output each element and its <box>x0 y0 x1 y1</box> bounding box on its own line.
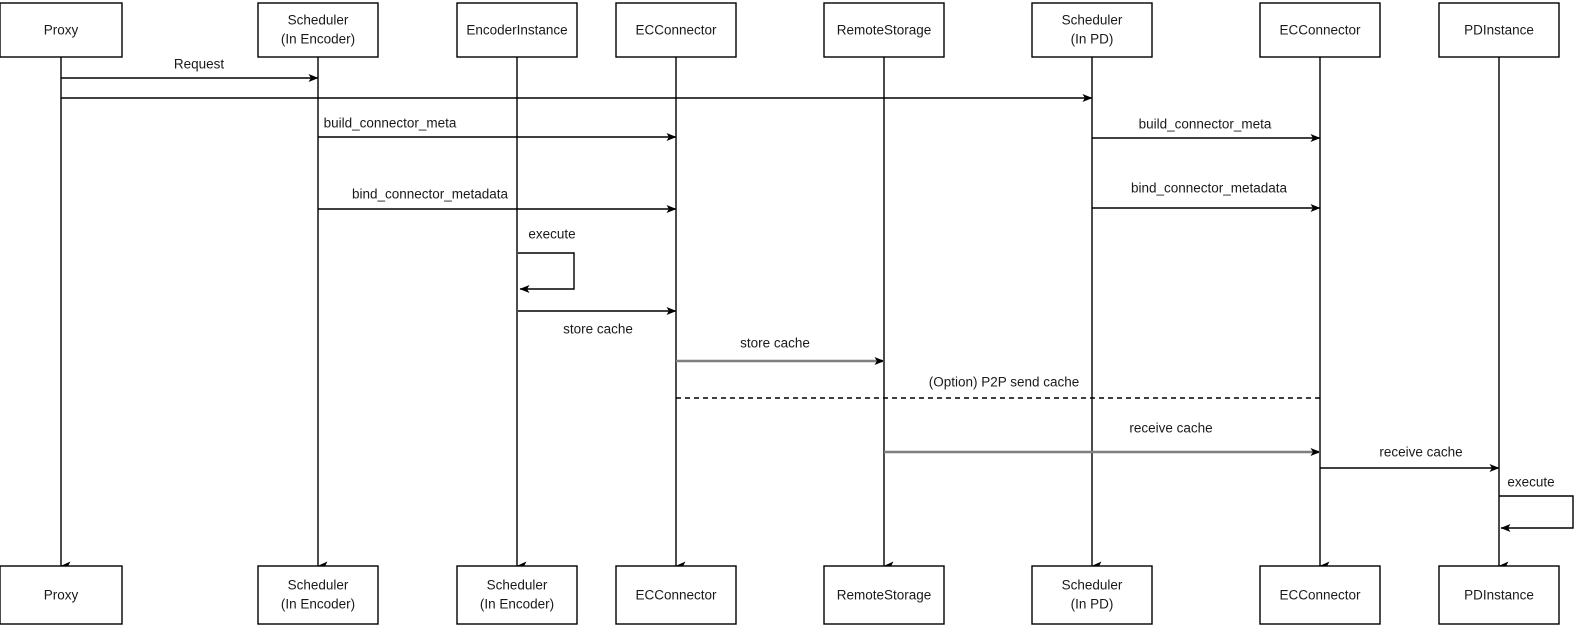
participant-bottom-label-sched-pd-b: Scheduler <box>1062 578 1123 593</box>
participant-bottom-box-sched-enc-b[interactable] <box>257 565 379 625</box>
participant-top-sublabel-sched-enc: (In Encoder) <box>281 32 355 47</box>
participant-top-label-ecconn-enc: ECConnector <box>635 23 717 38</box>
participant-top-label-pdinstance: PDInstance <box>1464 23 1534 38</box>
self-message-loop-s2[interactable] <box>1499 495 1574 532</box>
participant-top-label-encoder-inst: EncoderInstance <box>466 23 567 38</box>
message-label-m1: Request <box>174 57 225 72</box>
message-label-m3: build_connector_meta <box>324 116 457 131</box>
participant-top-box-ecconn-pd[interactable] <box>1259 2 1381 58</box>
participant-top-box-pdinstance[interactable] <box>1438 2 1560 58</box>
participant-bottom-box-sched-pd-b[interactable] <box>1031 565 1153 625</box>
participant-top-label-proxy: Proxy <box>44 23 79 38</box>
message-label-m9: (Option) P2P send cache <box>929 375 1080 390</box>
participant-bottom-sublabel-sched-pd-b: (In PD) <box>1071 597 1114 612</box>
top-participant-boxes: Proxy Scheduler (In Encoder) EncoderInstanc… <box>0 2 1560 58</box>
participant-top-box-ecconn-enc[interactable] <box>615 2 737 58</box>
participant-top-sublabel-sched-pd: (In PD) <box>1071 32 1114 47</box>
participant-bottom-label-sched-enc-b2: Scheduler <box>487 578 548 593</box>
participant-top-label-ecconn-pd: ECConnector <box>1279 23 1361 38</box>
participant-bottom-box-pdinstance-b[interactable] <box>1438 565 1560 625</box>
self-messages-group: execute execute <box>518 227 1574 532</box>
participant-bottom-sublabel-sched-enc-b2: (In Encoder) <box>480 597 554 612</box>
participant-top-label-sched-enc: Scheduler <box>288 13 349 28</box>
message-label-m6: bind_connector_metadata <box>1131 181 1288 196</box>
participant-top-box-encoder-inst[interactable] <box>456 2 578 58</box>
participant-bottom-box-sched-enc-b2[interactable] <box>456 565 578 625</box>
participant-bottom-sublabel-sched-enc-b: (In Encoder) <box>281 597 355 612</box>
participant-bottom-box-proxy-b[interactable] <box>0 565 123 625</box>
message-label-m8: store cache <box>740 336 810 351</box>
message-label-m11: receive cache <box>1379 445 1462 460</box>
participant-top-label-sched-pd: Scheduler <box>1062 13 1123 28</box>
message-label-m10: receive cache <box>1129 421 1212 436</box>
participant-top-label-remotestorage: RemoteStorage <box>837 23 932 38</box>
lifeline-lines-group <box>60 57 1509 571</box>
participant-bottom-box-ecconn-pd-b[interactable] <box>1259 565 1381 625</box>
bottom-participant-boxes: Proxy Scheduler (In Encoder) Scheduler (In E… <box>0 565 1560 625</box>
participant-top-box-remotestorage[interactable] <box>823 2 945 58</box>
participant-bottom-label-sched-enc-b: Scheduler <box>288 578 349 593</box>
participant-top-box-sched-pd[interactable] <box>1031 2 1153 58</box>
message-label-m5: bind_connector_metadata <box>352 187 509 202</box>
participant-bottom-box-remotestorage-b[interactable] <box>823 565 945 625</box>
self-message-label-s2: execute <box>1507 475 1554 490</box>
participant-top-box-sched-enc[interactable] <box>257 2 379 58</box>
participant-bottom-label-pdinstance-b: PDInstance <box>1464 588 1534 603</box>
message-label-m4: build_connector_meta <box>1139 117 1272 132</box>
participant-top-box-proxy[interactable] <box>0 2 123 58</box>
self-message-loop-s1[interactable] <box>518 252 575 293</box>
self-message-label-s1: execute <box>528 227 575 242</box>
participant-bottom-label-ecconn-pd-b: ECConnector <box>1279 588 1361 603</box>
participant-bottom-label-proxy-b: Proxy <box>44 588 79 603</box>
participant-bottom-box-ecconn-enc-b[interactable] <box>615 565 737 625</box>
participant-bottom-label-ecconn-enc-b: ECConnector <box>635 588 717 603</box>
message-label-m7: store cache <box>563 322 633 337</box>
participant-bottom-label-remotestorage-b: RemoteStorage <box>837 588 932 603</box>
messages-group: Request build_connector_meta build_connect… <box>61 57 1500 472</box>
